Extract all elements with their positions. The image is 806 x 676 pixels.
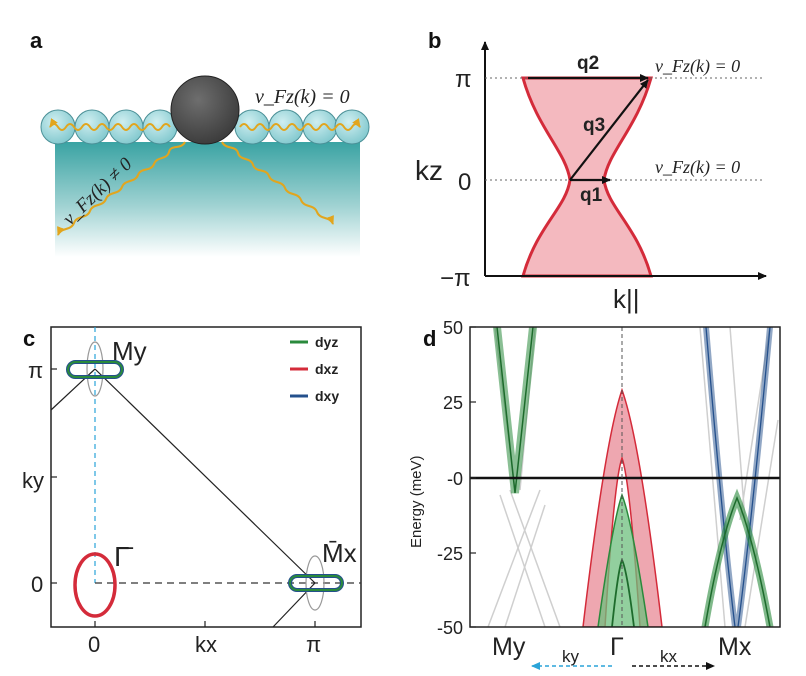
energy-axis-label: Energy (meV)	[408, 455, 425, 548]
q3-label: q3	[583, 115, 605, 136]
kx-axis-label: kx	[195, 632, 217, 657]
kz-axis-label: kz	[415, 155, 443, 186]
ky-tick-zero: 0	[31, 572, 43, 597]
legend-dxy: dxy	[315, 388, 339, 404]
mx-point-label: M̄x	[322, 538, 357, 568]
ky-tick-pi: π	[28, 358, 43, 383]
legend-dyz: dyz	[315, 334, 338, 350]
panel-a: a v_Fz(k) = 0 v_Fz(k) ≠ 0	[30, 28, 370, 257]
band-frame	[469, 326, 781, 628]
kx-direction-label: kx	[660, 647, 678, 666]
panel-b: b π 0 −π kz k|| q2 q3 q1 v_Fz(k) = 0 v_F…	[415, 28, 767, 314]
panel-c: c π 0 0 π ky kx My Γ̄ M̄x	[22, 326, 362, 657]
panel-b-label: b	[428, 28, 441, 53]
mx-dyz-pocket	[289, 575, 343, 591]
impurity-atom	[170, 75, 240, 145]
bulk-wave-right	[221, 141, 334, 225]
zone-edge-2	[94, 368, 316, 584]
q3-arrow	[569, 79, 649, 181]
q2-label: q2	[577, 53, 599, 74]
panel-d: d	[408, 318, 781, 670]
gamma-dxz-pocket	[73, 552, 117, 618]
panel-a-label: a	[30, 28, 43, 53]
panel-c-label: c	[23, 326, 35, 351]
panel-d-label: d	[423, 326, 436, 351]
orbital-legend: dyz dxz dxy	[290, 334, 339, 404]
my-dyz-pocket	[67, 361, 123, 378]
mx-vertical-pocket	[305, 555, 325, 611]
q1-label: q1	[580, 185, 603, 206]
kz-tick-pi: π	[455, 66, 472, 93]
velocity-zero-top-label: v_Fz(k) = 0	[655, 56, 740, 77]
band-structure	[487, 327, 779, 627]
energy-tick-50: 50	[443, 318, 463, 338]
gamma-point-label: Γ̄	[114, 541, 133, 572]
ky-direction-label: ky	[562, 647, 580, 666]
legend-dxz: dxz	[315, 361, 338, 377]
surface-wave-left	[49, 118, 171, 131]
band-label-mx: Mx	[718, 633, 752, 661]
my-vertical-pocket	[86, 341, 104, 397]
velocity-zero-label: v_Fz(k) = 0	[255, 86, 350, 108]
fermi-surface	[521, 76, 653, 278]
my-dyz-band	[493, 327, 537, 494]
my-point-label: My	[112, 336, 147, 366]
energy-tick-25: 25	[443, 393, 463, 413]
kx-tick-pi: π	[306, 632, 321, 657]
energy-tick-minus-25: -25	[437, 544, 463, 564]
ky-axis-label: ky	[22, 468, 44, 493]
kx-tick-zero: 0	[88, 632, 100, 657]
velocity-zero-mid-label: v_Fz(k) = 0	[655, 157, 740, 178]
kz-tick-minus-pi: −π	[440, 265, 471, 292]
band-label-my: My	[492, 633, 526, 661]
kpar-axis-label: k||	[613, 284, 640, 314]
band-label-gamma: Γ	[610, 633, 624, 661]
surface-wave-right	[239, 118, 361, 131]
kz-tick-zero: 0	[458, 169, 471, 196]
energy-tick-minus-50: -50	[437, 618, 463, 638]
bulk-wave-left	[57, 141, 186, 236]
energy-tick-0: -0	[447, 469, 463, 489]
